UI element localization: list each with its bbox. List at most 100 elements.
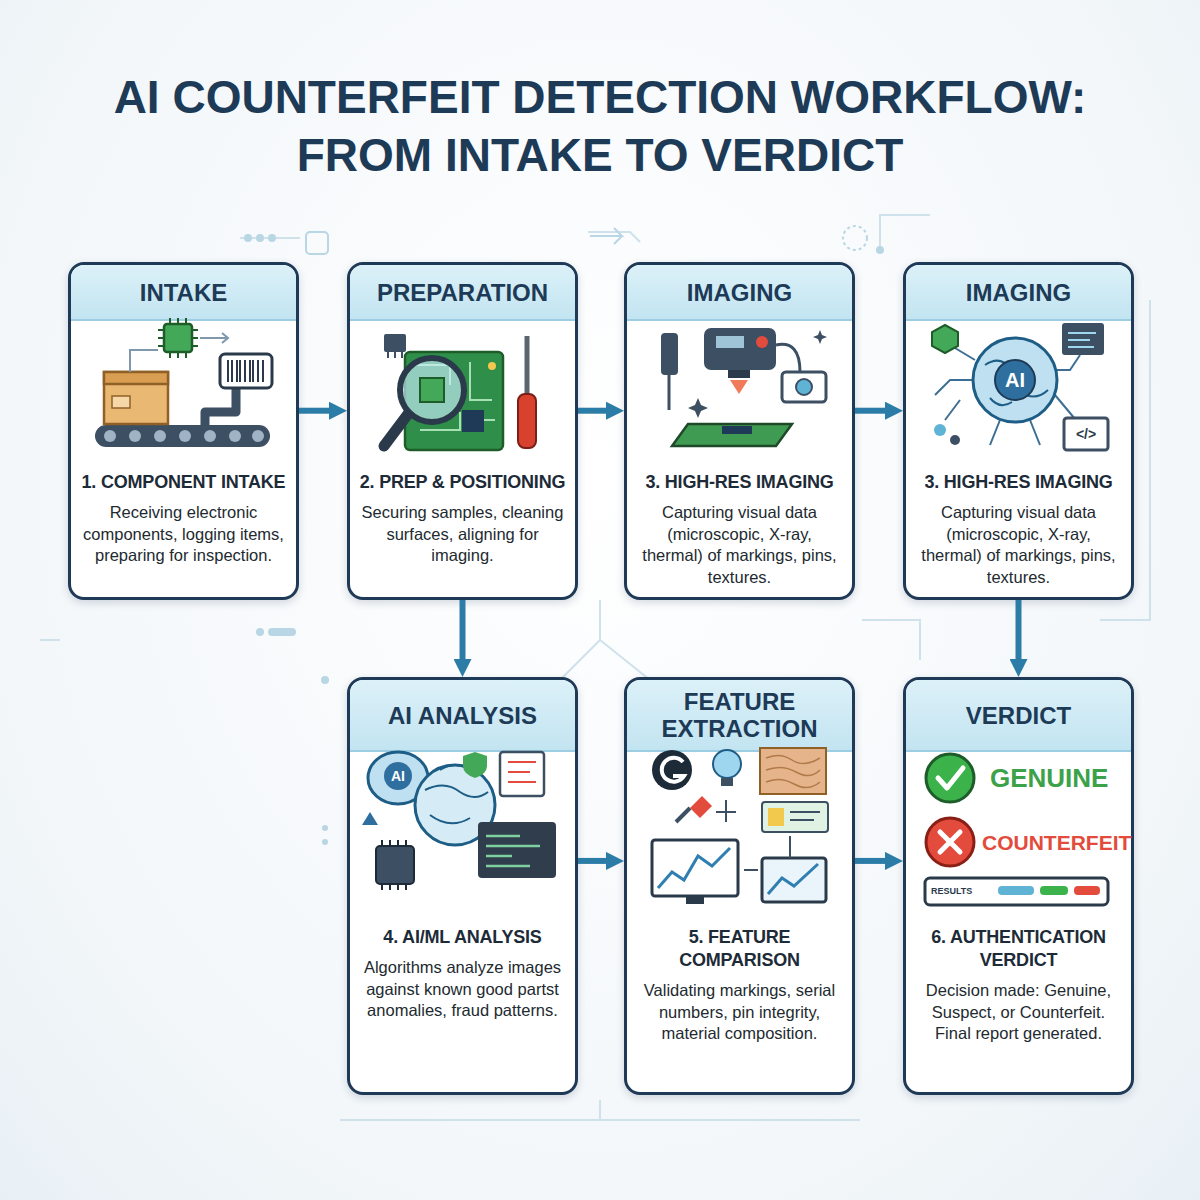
bulb-icon-part [721,778,733,786]
small-chip-icon-part [384,334,406,352]
serial-card-icon-part [790,812,820,820]
circuit-dot-part [322,825,328,831]
check-icon-part [926,754,974,802]
circuit-board-icon [405,352,503,450]
flow-line [130,333,228,372]
microscope-camera-icon [704,328,800,394]
circuit-dot-part [268,234,276,242]
box-heading: INTAKE [71,265,296,321]
ai-brain-icon-part [973,338,1057,422]
circuit-pill [268,628,296,636]
process-box: INTAKE1. COMPONENT INTAKEReceiving elect… [68,262,299,600]
sample-board-icon [672,424,792,446]
results-bar-icon-part [998,886,1034,895]
circuit-dot-part [876,246,884,254]
chart-monitor-icon-part [686,896,704,904]
flow-arrow [578,858,606,864]
package-icon-part [104,372,168,424]
chart-panel-icon-part [762,858,826,902]
flow-line-part [222,333,228,343]
lamp-icon-part [661,333,678,375]
circuit-trace-part [40,639,60,641]
circuit-dot-part [322,839,328,845]
circuit-dot-part [256,628,264,636]
process-box: VERDICT6. AUTHENTICATION VERDICTDecision… [903,677,1134,1095]
step-description: Validating markings, serial numbers, pin… [627,972,852,1045]
circuit-dot-part [321,676,329,684]
chart-monitor-icon [652,840,758,904]
magnifier-icon-part [420,378,444,402]
package-icon-part [104,372,168,384]
brain-icon-part [384,762,412,790]
sample-board-icon-part [672,424,792,446]
lamp-icon [661,333,678,410]
serial-card-icon-part [768,808,784,826]
processor-chip-icon-part [382,840,406,890]
conveyor-icon-part [179,430,191,442]
cross-icon [926,818,974,866]
usb-tool-icon-part [716,800,736,822]
bulb-icon-part [713,750,741,778]
flow-arrow [299,408,329,414]
conveyor-icon-part [129,430,141,442]
serial-card-icon-part [762,802,828,832]
circuit-trace-part [862,620,920,660]
circuit-trace [40,215,1150,1120]
step-title: 3. HIGH-RES IMAGING [627,471,852,494]
microscope-camera-icon-part [704,328,776,370]
circuit-dot-part [244,234,252,242]
chart-panel-icon [762,836,826,902]
chip-icon-part [158,318,198,358]
microscope-camera-icon-part [730,380,748,394]
box-heading: FEATURE EXTRACTION [627,680,852,752]
chart-monitor-icon-part [652,840,738,896]
network-lines [935,345,1080,445]
icon-area [350,752,575,926]
brain-icon-part [425,765,488,823]
results-bar-icon [925,878,1108,905]
brain-icon-part [368,752,428,804]
magnifier-icon [384,358,464,446]
step-description: Securing samples, cleaning surfaces, ali… [350,494,575,567]
step-description: Capturing visual data (microscopic, X-ra… [627,494,852,588]
circuit-board-icon-part [415,362,495,430]
report-list-icon-part [500,752,544,796]
step-title: 3. HIGH-RES IMAGING [906,471,1131,494]
circuit-square [306,232,328,254]
ai-brain-icon [973,338,1057,422]
box-heading: AI ANALYSIS [350,680,575,752]
barcode-scanner-icon-part [220,354,272,388]
hexagon-node-icon [932,325,960,445]
process-box: AI ANALYSIS4. AI/ML ANALYSISAlgorithms a… [347,677,578,1095]
chart-panel-icon-part [768,864,818,894]
chip-icon-part [164,324,192,352]
sparkle-icon [688,330,827,418]
box-heading: PREPARATION [350,265,575,321]
check-icon [926,754,974,802]
code-terminal-icon-part [478,822,556,878]
circuit-trace-part [340,1100,860,1120]
flow-arrow [855,858,885,864]
small-chip-icon [384,334,406,358]
circuit-dot-part [256,234,264,242]
process-box: IMAGING 3. HIGH-RES IMAGINGCapturing visu… [624,262,855,600]
ai-brain-icon-part [985,361,1048,406]
conveyor-icon-part [252,430,264,442]
results-bar-icon-part [1074,886,1100,895]
step-title: 5. FEATURE COMPARISON [627,926,852,972]
chip-icon [158,318,198,358]
sparkle-icon-part [813,330,827,344]
circuit-trace-part [560,600,600,680]
usb-tool-icon-part [676,808,690,822]
box-heading: IMAGING [627,265,852,321]
circuit-trace-part [240,232,640,242]
process-box: IMAGING3. HIGH-RES IMAGINGCapturing visu… [903,262,1134,600]
chart-monitor-icon-part [744,869,758,871]
brain-icon-part [415,765,495,845]
circuit-arrow [590,228,622,244]
process-box: FEATURE EXTRACTION 5. FEATURE COMPARISONV… [624,677,855,1095]
bulb-icon [713,750,741,786]
icon-area [906,321,1131,471]
logo-mark-icon-part [652,750,692,790]
hexagon-node-icon-part [932,325,958,353]
